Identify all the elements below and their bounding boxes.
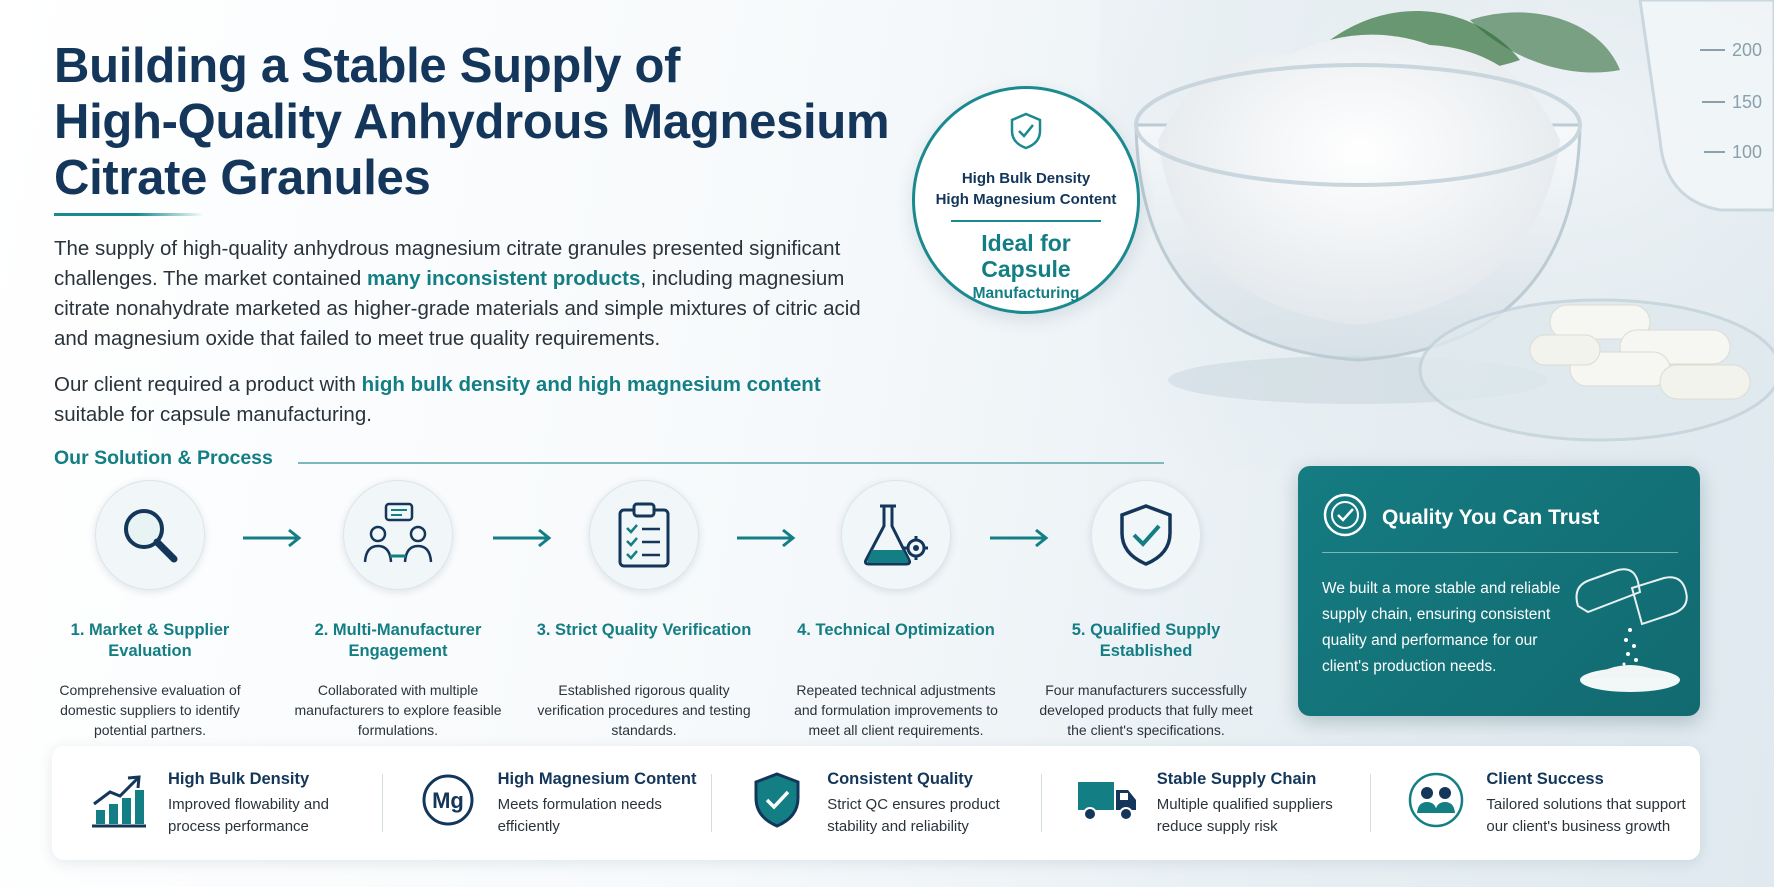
benefit-title: Consistent Quality <box>827 770 973 788</box>
section-title-process: Our Solution & Process <box>54 447 273 469</box>
shield-check-icon <box>1120 504 1172 566</box>
title-line-1: Building a Stable Supply of <box>54 39 681 93</box>
benefits-bar: High Bulk Density Improved flowability a… <box>52 746 1700 860</box>
intro-paragraph-2: Our client required a product with high … <box>54 373 821 426</box>
step-5-desc: Four manufacturers successfully develope… <box>1039 682 1253 738</box>
shield-check-icon <box>754 772 800 828</box>
arrow-right-icon <box>737 528 796 548</box>
process-step-2: 2. Multi-Manufacturer Engagement Collabo… <box>288 480 508 740</box>
hero-illustration: 200 150 100 <box>1100 0 1774 470</box>
check-badge-icon <box>1323 493 1367 537</box>
capsule-dish-icon <box>1418 298 1774 442</box>
process-step-5: 5. Qualified Supply Established Four man… <box>1036 480 1256 740</box>
step-3-icon-circle <box>589 480 699 590</box>
benefit-item-magnesium-content: Mg High Magnesium Content Meets formulat… <box>381 768 712 838</box>
process-step-1: 1. Market & Supplier Evaluation Comprehe… <box>40 480 260 740</box>
quality-card-text: We built a more stable and reliable supp… <box>1322 580 1561 675</box>
step-1-title: 1. Market & Supplier Evaluation <box>70 621 230 660</box>
step-4-title: 4. Technical Optimization <box>797 621 995 639</box>
flask-gear-icon <box>863 504 928 566</box>
beaker-mark-150: 150 <box>1732 92 1762 112</box>
shield-check-icon <box>1010 112 1042 150</box>
magnifier-icon <box>124 509 178 563</box>
step-2-icon-circle <box>343 480 453 590</box>
arrow-right-icon <box>493 528 552 548</box>
beaker-mark-200: 200 <box>1732 40 1762 60</box>
section-divider <box>298 462 1164 464</box>
step-4-icon-circle <box>841 480 951 590</box>
quality-card-title: Quality You Can Trust <box>1382 506 1600 529</box>
benefit-item-consistent-quality: Consistent Quality Strict QC ensures pro… <box>711 768 1041 838</box>
title-line-2: High-Quality Anhydrous Magnesium <box>54 95 890 149</box>
people-chat-icon <box>363 502 433 563</box>
intro-highlight-1: many inconsistent products <box>367 267 641 290</box>
benefit-item-bulk-density: High Bulk Density Improved flowability a… <box>52 768 382 838</box>
step-4-desc: Repeated technical adjustments and formu… <box>794 682 998 738</box>
intro-highlight-2: high bulk density and high magnesium con… <box>361 373 821 396</box>
badge-big-2: Capsule <box>981 255 1071 282</box>
step-2-title: 2. Multi-Manufacturer Engagement <box>314 621 482 660</box>
capsule-badge: High Bulk Density High Magnesium Content… <box>912 86 1140 314</box>
mg-element-icon: Mg <box>422 774 474 826</box>
beaker-mark-100: 100 <box>1732 142 1762 162</box>
clipboard-checklist-icon <box>618 502 670 568</box>
title-underline <box>54 213 204 216</box>
badge-line-1: High Bulk Density <box>961 170 1091 187</box>
beaker-icon: 200 150 100 <box>1638 0 1774 212</box>
benefit-title: Stable Supply Chain <box>1156 770 1317 788</box>
step-5-title: 5. Qualified Supply Established <box>1071 621 1221 660</box>
team-icon <box>1409 772 1464 828</box>
process-step-3: 3. Strict Quality Verification Establish… <box>534 480 754 740</box>
step-3-title: 3. Strict Quality Verification <box>536 621 752 639</box>
step-5-icon-circle <box>1091 480 1201 590</box>
benefit-item-client-success: Client Success Tailored solutions that s… <box>1370 768 1700 838</box>
step-1-icon-circle <box>95 480 205 590</box>
benefit-title: High Bulk Density <box>168 770 310 788</box>
arrow-right-icon <box>243 528 302 548</box>
step-3-desc: Established rigorous quality verificatio… <box>537 682 751 738</box>
badge-big-1: Ideal for <box>981 229 1071 256</box>
step-2-desc: Collaborated with multiple manufacturers… <box>294 682 502 738</box>
badge-line-2: High Magnesium Content <box>935 191 1117 208</box>
arrow-right-icon <box>990 528 1049 548</box>
quality-card: Quality You Can Trust We built a more st… <box>1298 466 1700 716</box>
svg-text:Mg: Mg <box>432 788 464 813</box>
step-1-desc: Comprehensive evaluation of domestic sup… <box>59 682 241 738</box>
badge-small: Manufacturing <box>972 284 1080 302</box>
process-step-4: 4. Technical Optimization Repeated techn… <box>786 480 1006 740</box>
truck-icon <box>1077 782 1136 821</box>
page-title: Building a Stable Supply of High-Quality… <box>54 38 914 206</box>
title-line-3: Citrate Granules <box>54 151 431 205</box>
intro-paragraph-1: The supply of high-quality anhydrous mag… <box>54 237 861 350</box>
benefit-item-supply-chain: Stable Supply Chain Multiple qualified s… <box>1040 768 1371 838</box>
quality-card-divider <box>1322 552 1678 553</box>
open-capsule-powder-icon <box>1575 568 1688 692</box>
bar-chart-up-icon <box>92 775 146 828</box>
benefit-title: Client Success <box>1486 770 1604 788</box>
benefit-title: High Magnesium Content <box>497 770 697 788</box>
badge-divider <box>951 220 1101 222</box>
powder-bowl-icon <box>1134 34 1582 404</box>
